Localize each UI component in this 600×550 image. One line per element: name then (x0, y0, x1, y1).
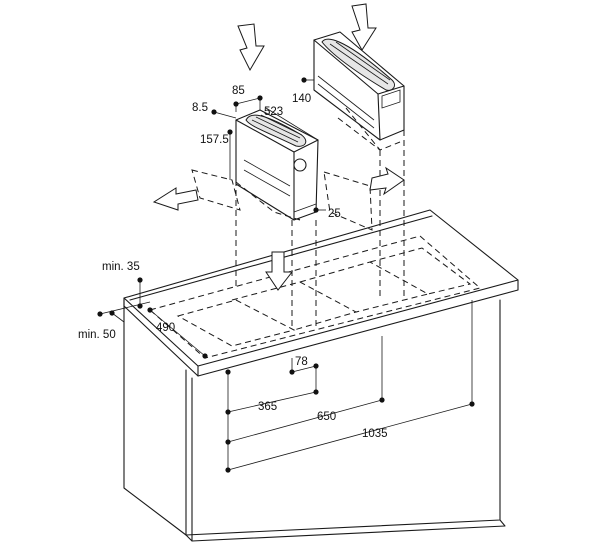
dim-1035-label: 1035 (362, 428, 388, 440)
arrow-down-center-icon (265, 251, 294, 291)
dimension-dots (97, 77, 475, 473)
arrow-down-left-icon (237, 23, 265, 72)
dim-min-35-label: min. 35 (102, 261, 140, 273)
dim-78-label: 78 (295, 356, 308, 368)
dim-8-5-label: 8.5 (192, 102, 208, 114)
unit-dims (213, 79, 326, 211)
dim-85-label: 85 (232, 85, 245, 97)
arrow-right-icon (369, 166, 405, 196)
dim-490-label: 490 (156, 322, 175, 334)
edge-dims (99, 280, 206, 357)
dim-25-label: 25 (328, 208, 341, 220)
dim-365-label: 365 (258, 401, 277, 413)
airflow-arrows (152, 3, 405, 291)
ducting (191, 107, 401, 231)
cabinet (123, 299, 506, 542)
downdraft-unit-rear (313, 31, 405, 141)
dimension-labels: 85 140 8.5 523 157.5 25 min. 35 490 min.… (78, 85, 388, 440)
dim-523-label: 523 (264, 106, 283, 118)
dim-157-5-label: 157.5 (200, 134, 229, 146)
projection-lines (235, 117, 405, 330)
dim-min-50-label: min. 50 (78, 329, 116, 341)
depth-lines (227, 300, 473, 471)
dim-140-label: 140 (292, 93, 311, 105)
arrow-left-icon (152, 187, 199, 211)
worktop-cutouts (148, 235, 482, 359)
arrow-down-right-icon (351, 3, 377, 51)
downdraft-unit-front (235, 109, 319, 221)
dim-650-label: 650 (317, 411, 336, 423)
